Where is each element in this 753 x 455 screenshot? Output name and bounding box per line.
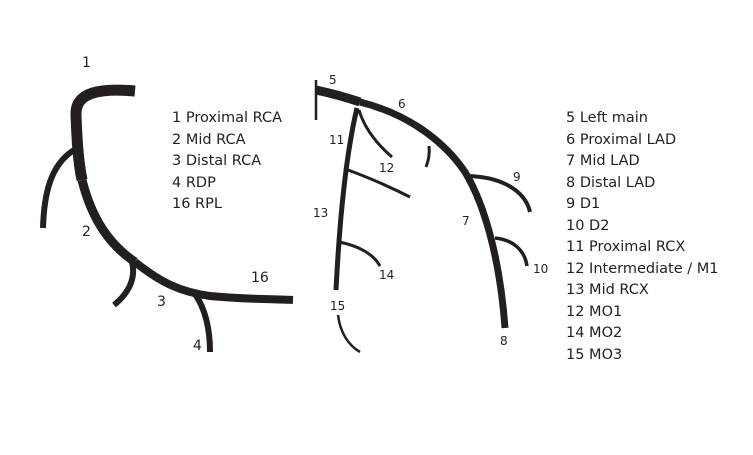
legend-item: 13 Mid RCX [566,282,649,298]
d2-branch [494,236,529,267]
segment-label-7: 7 [462,214,470,228]
legend-item: 1 Proximal RCA [172,110,283,126]
segment-label-2: 2 [82,224,91,240]
mo3-branch [336,314,361,354]
lad-stub [424,145,431,168]
segment-label-4: 4 [193,338,202,354]
segment-label-15: 15 [330,299,346,313]
segment-label-6: 6 [398,97,406,111]
segment-label-12: 12 [379,161,395,175]
rca-distal-vessel [132,258,294,304]
legend-item: 12 MO1 [566,303,623,320]
mo2-branch [338,240,382,267]
legend-item: 15 MO3 [566,346,623,363]
rca-legend: 1 Proximal RCA 2 Mid RCA 3 Distal RCA 4 … [172,108,282,216]
legend-item: 11 Proximal RCX [566,239,686,255]
d1-branch [464,174,532,213]
rca-branch-upper [40,147,76,229]
segment-label-11: 11 [329,133,345,147]
legend-item: 10 D2 [566,217,610,234]
segment-label-10: 10 [533,262,549,276]
lca-tree [314,80,532,354]
segment-label-1: 1 [82,55,91,71]
lca-legend: 5 Left main 6 Proximal LAD 7 Mid LAD 8 D… [566,108,718,366]
rca-branch-middle [112,254,137,308]
segment-label-5: 5 [329,73,337,87]
legend-item: 3 Distal RCA [172,153,262,169]
legend-item: 2 Mid RCA [172,131,246,148]
lad-vessel [359,98,509,329]
rca-tree [40,84,294,353]
legend-item: 16 RPL [172,196,222,212]
segment-label-9: 9 [513,170,521,184]
segment-label-14: 14 [379,268,395,282]
legend-item: 9 D1 [566,196,601,212]
legend-item: 7 Mid LAD [566,153,640,169]
segment-label-3: 3 [157,294,166,310]
legend-item: 6 Proximal LAD [566,131,677,148]
mo1-branch [347,168,411,199]
rcx-vessel [333,107,360,291]
rca-rdp-vessel [192,292,213,353]
legend-item: 5 Left main [566,110,648,126]
legend-item: 8 Distal LAD [566,174,656,191]
segment-label-13: 13 [313,206,329,220]
legend-item: 12 Intermediate / M1 [566,260,719,277]
rca-proximal-vessel [70,84,136,182]
legend-item: 14 MO2 [566,325,623,341]
legend-item: 4 RDP [172,174,216,191]
segment-label-8: 8 [500,334,508,348]
segment-label-16: 16 [251,270,269,286]
rca-mid-vessel [77,178,138,266]
left-main-vessel [315,85,362,107]
intermediate-branch [357,109,393,159]
